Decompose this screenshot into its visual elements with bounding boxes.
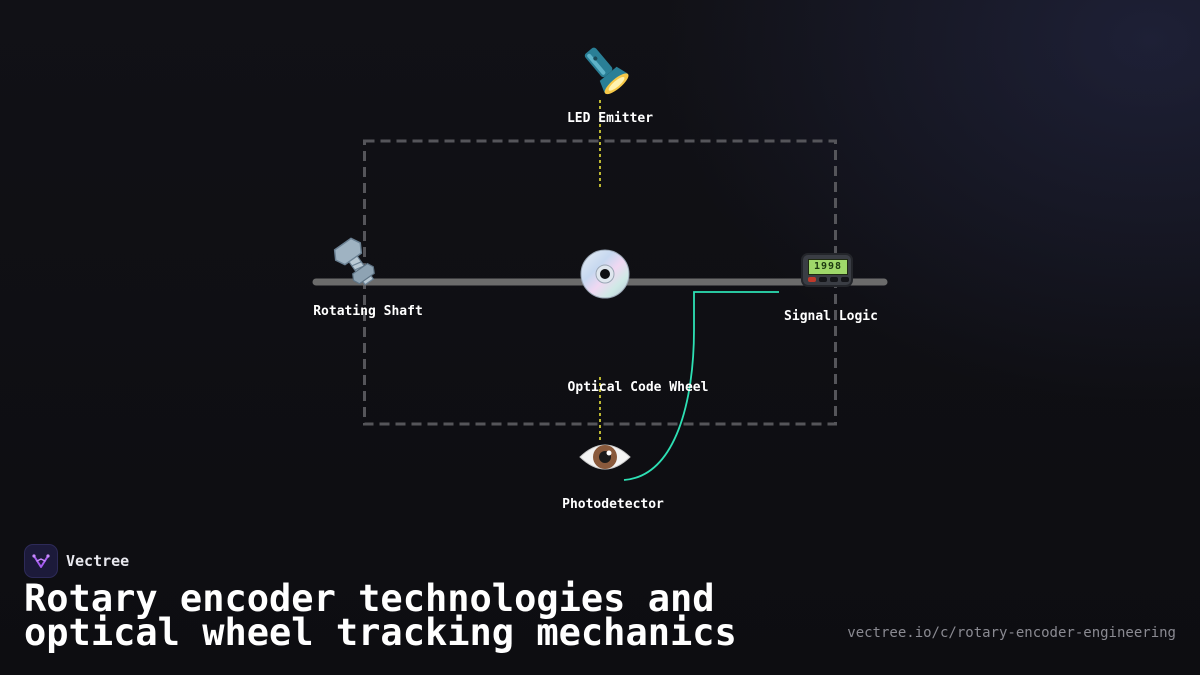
optical-disc-icon <box>580 249 630 299</box>
eye-icon <box>579 444 631 470</box>
signal-wire <box>623 291 779 481</box>
led-emitter-label: LED Emitter <box>566 111 654 126</box>
pager-buttons <box>808 277 849 282</box>
optical-code-wheel-label: Optical Code Wheel <box>567 380 709 395</box>
optical-code-wheel-node <box>578 247 632 305</box>
pager-icon: 1998 <box>801 253 853 287</box>
rotating-shaft-label: Rotating Shaft <box>313 304 423 319</box>
signal-logic-node: 1998 <box>801 253 853 287</box>
photodetector-label: Photodetector <box>562 497 664 512</box>
source-url: vectree.io/c/rotary-encoder-engineering <box>847 625 1176 641</box>
brand: Vectree <box>24 544 129 578</box>
title-line-1: Rotary encoder technologies and <box>24 577 715 620</box>
title-line-2: optical wheel tracking mechanics <box>24 611 737 654</box>
photodetector-node <box>577 435 633 483</box>
flashlight-icon <box>584 47 629 95</box>
led-emitter-node <box>576 41 634 103</box>
vectree-logo-icon <box>24 544 58 578</box>
signal-logic-label: Signal Logic <box>784 309 878 324</box>
rotating-shaft-node <box>327 234 385 296</box>
nut-and-bolt-icon <box>333 237 375 286</box>
pager-screen: 1998 <box>808 259 848 275</box>
brand-name: Vectree <box>66 552 130 570</box>
page-title: Rotary encoder technologies and optical … <box>24 580 844 651</box>
